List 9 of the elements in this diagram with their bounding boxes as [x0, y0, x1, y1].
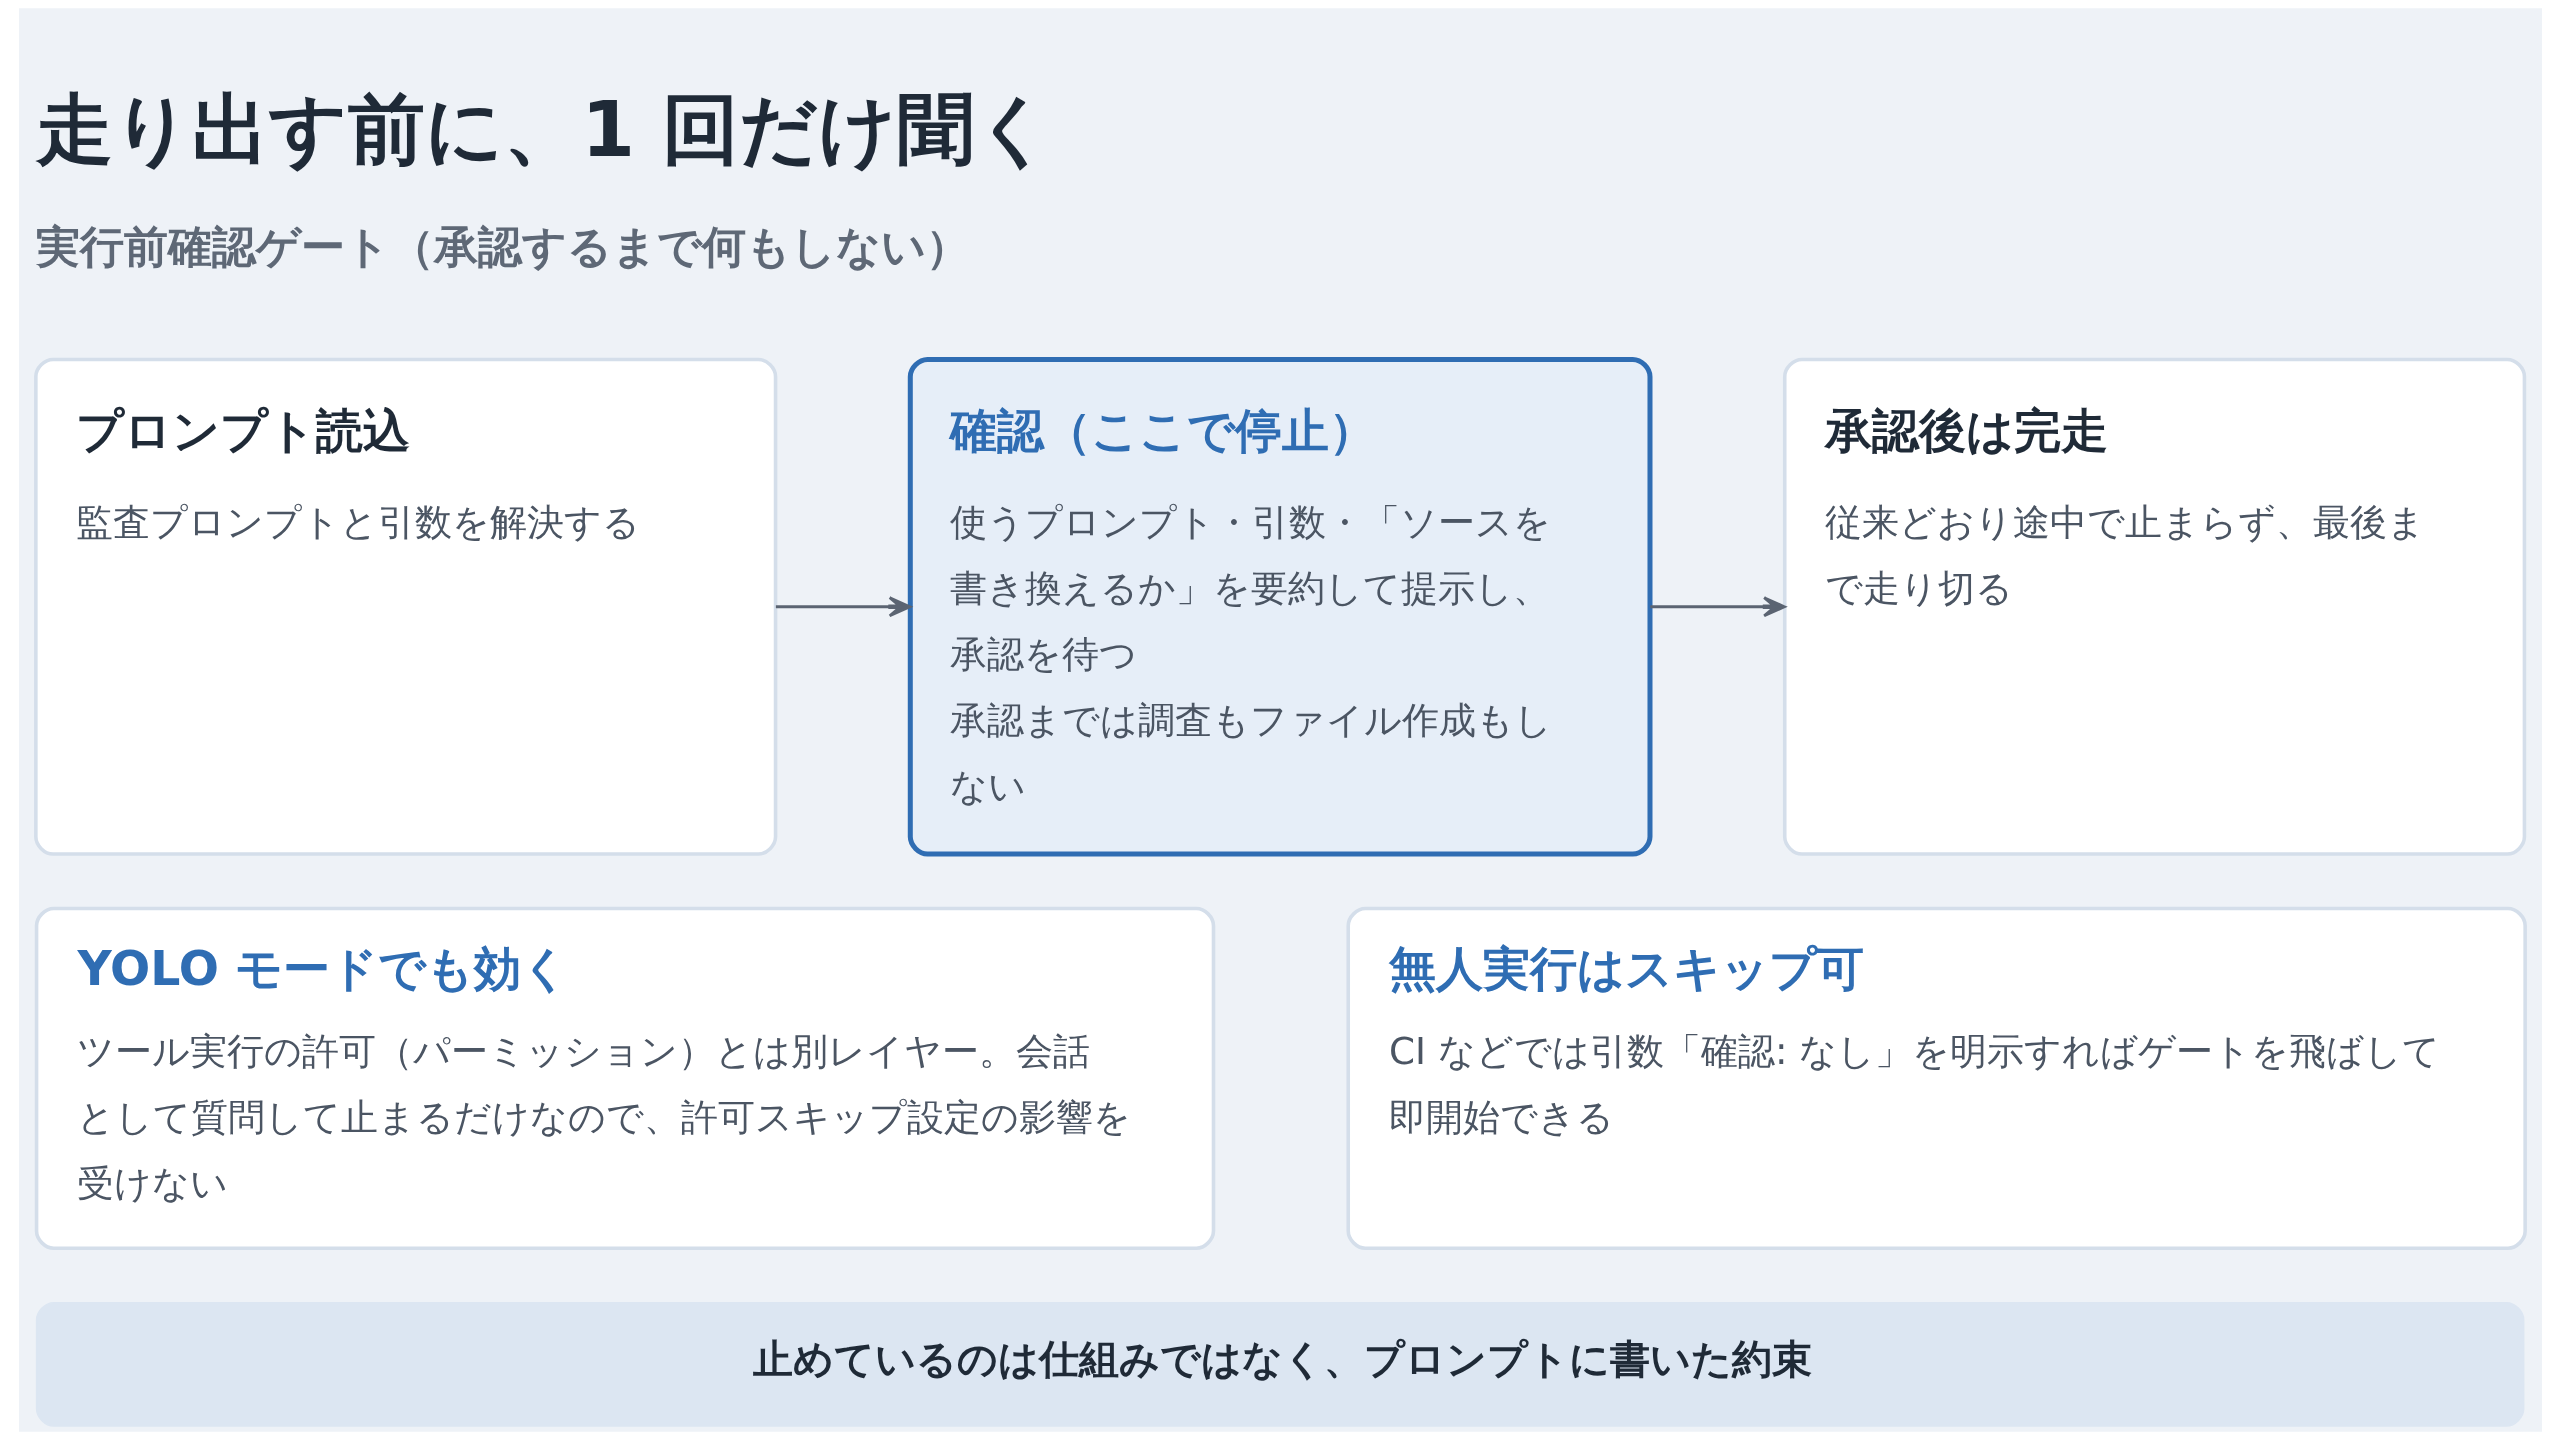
node-box: 承認後は完走 従来どおり途中で止まらず、最後まで走り切る — [1782, 357, 2526, 856]
arrow — [775, 596, 911, 618]
node-box: 確認（ここで停止） 使うプロンプト・引数・「ソースを書き換えるか」を要約して提示し、承認を待つ 承認までは調査もファイル作成もしない — [907, 356, 1652, 857]
node-box: プロンプト読込 監査プロンプトと引数を解決する — [33, 357, 777, 856]
label: 実行前確認ゲート（承認するまで何もしない） — [35, 220, 970, 272]
arrow — [1649, 596, 1786, 618]
node-box: YOLO モードでも効く ツール実行の許可（パーミッション）とは別レイヤー。会話として質問して止まるだけなので、許可スキップ設定の影響を受けない — [34, 906, 1215, 1251]
diagram-title: 走り出す前に、1 回だけ聞く — [35, 84, 1053, 175]
node-box: 無人実行はスキップ可 CI などでは引数「確認: なし」を明示すればゲートを飛ばして即開始できる — [1345, 906, 2527, 1251]
